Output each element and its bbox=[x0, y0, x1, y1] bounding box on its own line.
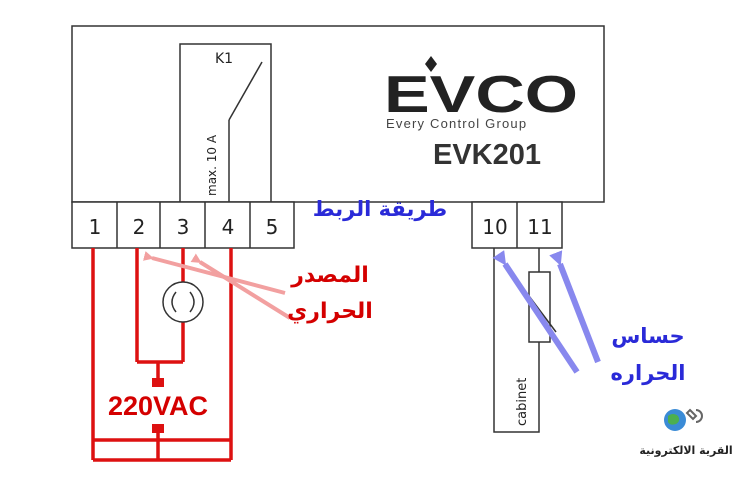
model-name: EVK201 bbox=[433, 139, 541, 171]
terminal-3: 3 bbox=[177, 215, 190, 239]
wiring-title: طريقة الربط bbox=[313, 197, 447, 221]
terminal-11: 11 bbox=[527, 215, 552, 239]
sensor-label-line1: حساس bbox=[611, 324, 684, 348]
logo-diamond-icon bbox=[425, 56, 437, 72]
sensor-arrow-1 bbox=[492, 250, 580, 374]
relay-contact-symbol bbox=[228, 61, 263, 121]
sensor-probe: cabinet bbox=[493, 248, 557, 433]
watermark-logo: القرية الالكترونية bbox=[639, 408, 733, 457]
sensor-arrow-2 bbox=[549, 250, 601, 364]
heat-source-label-line1: المصدر bbox=[290, 263, 369, 288]
heat-source-arrow-2 bbox=[190, 253, 292, 320]
terminal-4: 4 bbox=[222, 215, 235, 239]
brand-tagline: Every Control Group bbox=[386, 116, 527, 131]
relay-rating: max. 10 A bbox=[205, 134, 219, 196]
watermark-text: القرية الالكترونية bbox=[639, 444, 732, 457]
controller-housing bbox=[71, 25, 605, 203]
supply-voltage-label: 220VAC bbox=[108, 391, 208, 421]
relay-k1: K1 max. 10 A bbox=[179, 43, 272, 202]
supply-terminal-bottom bbox=[152, 424, 164, 433]
wrench-icon bbox=[685, 408, 703, 423]
sensor-location-label: cabinet bbox=[515, 378, 530, 426]
power-wiring bbox=[91, 248, 233, 462]
terminal-2: 2 bbox=[133, 215, 146, 239]
heater-symbol bbox=[162, 281, 204, 323]
terminal-5: 5 bbox=[266, 215, 279, 239]
terminal-1: 1 bbox=[89, 215, 102, 239]
sensor-label-line2: الحراره bbox=[611, 361, 686, 385]
heat-source-label-line2: الحراري bbox=[287, 299, 373, 324]
evco-logo: EVCO Every Control Group EVK201 bbox=[384, 56, 578, 171]
supply-terminal-top bbox=[152, 378, 164, 387]
brand-logo-text: EVCO bbox=[384, 66, 578, 124]
relay-label: K1 bbox=[215, 51, 233, 67]
terminal-block-left: 1 2 3 4 5 bbox=[71, 201, 295, 249]
terminal-10: 10 bbox=[482, 215, 507, 239]
terminal-block-right: 10 11 bbox=[471, 201, 563, 249]
